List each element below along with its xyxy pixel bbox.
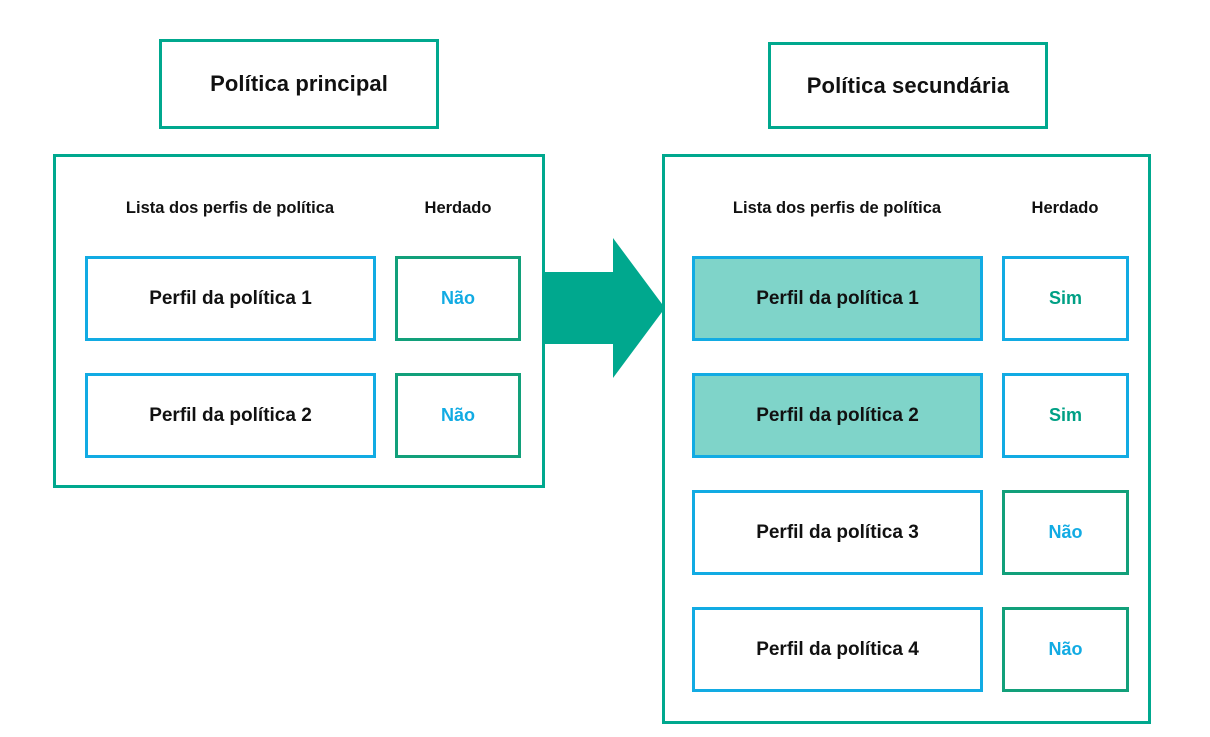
primary-policy-title-text: Política principal bbox=[210, 71, 388, 96]
primary-inherited-value-1: Não bbox=[440, 288, 475, 308]
secondary-profile-row-4[interactable]: Perfil da política 4 bbox=[692, 607, 983, 692]
primary-inherited-cell-2[interactable]: Não bbox=[395, 373, 521, 458]
inheritance-arrow-icon bbox=[543, 238, 665, 378]
secondary-inherited-cell-1[interactable]: Sim bbox=[1002, 256, 1129, 341]
secondary-policy-title-text: Política secundária bbox=[806, 72, 1010, 98]
secondary-profile-label-2: Perfil da política 2 bbox=[756, 404, 919, 426]
secondary-policy-panel: Lista dos perfis de política Herdado Per… bbox=[662, 154, 1151, 724]
secondary-header-profile-list: Lista dos perfis de política bbox=[732, 199, 942, 217]
primary-inherited-cell-1[interactable]: Não bbox=[395, 256, 521, 341]
secondary-inherited-value-3: Não bbox=[1048, 522, 1083, 542]
secondary-profile-label-4: Perfil da política 4 bbox=[756, 638, 919, 660]
secondary-profile-row-3[interactable]: Perfil da política 3 bbox=[692, 490, 983, 575]
secondary-profile-label-3: Perfil da política 3 bbox=[756, 521, 919, 543]
secondary-inherited-cell-2[interactable]: Sim bbox=[1002, 373, 1129, 458]
secondary-profile-label-1: Perfil da política 1 bbox=[756, 287, 919, 309]
secondary-inherited-value-1: Sim bbox=[1048, 288, 1082, 308]
primary-profile-row-2[interactable]: Perfil da política 2 bbox=[85, 373, 376, 458]
secondary-header-inherited: Herdado bbox=[1031, 199, 1099, 217]
primary-policy-panel: Lista dos perfis de política Herdado Per… bbox=[53, 154, 545, 488]
primary-profile-label-1: Perfil da política 1 bbox=[149, 287, 312, 309]
primary-header-inherited: Herdado bbox=[424, 199, 492, 217]
secondary-inherited-value-2: Sim bbox=[1048, 405, 1082, 425]
primary-profile-row-1[interactable]: Perfil da política 1 bbox=[85, 256, 376, 341]
primary-profile-label-2: Perfil da política 2 bbox=[149, 404, 312, 426]
primary-policy-title-box: Política principal bbox=[159, 39, 439, 129]
secondary-inherited-value-4: Não bbox=[1048, 639, 1083, 659]
secondary-policy-title-box: Política secundária bbox=[768, 42, 1048, 129]
secondary-inherited-cell-4[interactable]: Não bbox=[1002, 607, 1129, 692]
primary-header-profile-list: Lista dos perfis de política bbox=[125, 199, 335, 217]
secondary-inherited-cell-3[interactable]: Não bbox=[1002, 490, 1129, 575]
primary-inherited-value-2: Não bbox=[440, 405, 475, 425]
secondary-profile-row-1[interactable]: Perfil da política 1 bbox=[692, 256, 983, 341]
secondary-profile-row-2[interactable]: Perfil da política 2 bbox=[692, 373, 983, 458]
